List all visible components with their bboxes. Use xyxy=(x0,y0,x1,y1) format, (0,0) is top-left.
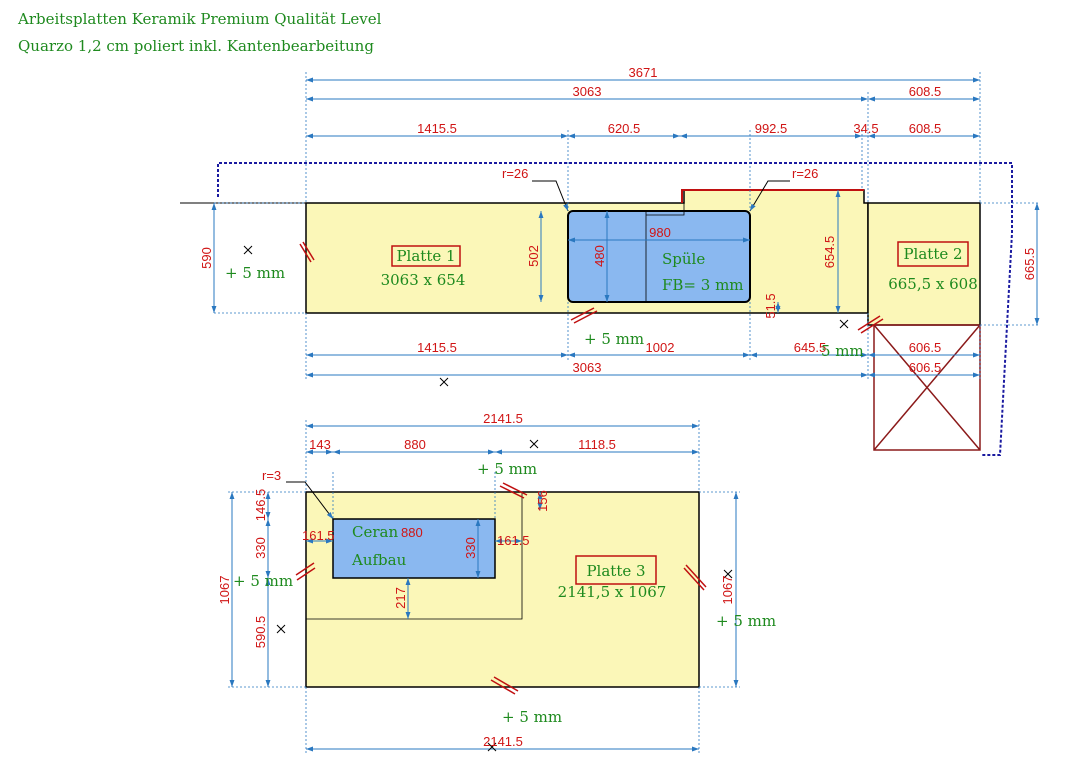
platte-3-right-note: + 5 mm xyxy=(716,612,776,630)
title-line-1: Arbeitsplatten Keramik Premium Qualität … xyxy=(18,10,382,28)
edge-markers xyxy=(295,241,884,695)
wall-outline xyxy=(217,162,1013,456)
platte-1-front-note: + 5 mm xyxy=(584,330,644,348)
platte-1-name: Platte 1 xyxy=(396,247,455,265)
dim-sink-depth-inner: 480 xyxy=(592,245,607,267)
dim-p3-cooktop-depth-left: 330 xyxy=(253,537,268,559)
cross-markers xyxy=(243,245,849,752)
dim-depth-left: 590 xyxy=(199,247,214,269)
platte-2-label-frame xyxy=(897,241,969,267)
dim-p3-total-top: 2141.5 xyxy=(483,411,523,426)
cooktop-label-1: Ceran xyxy=(352,523,398,541)
dim-p3-total-bottom: 2141.5 xyxy=(483,734,523,749)
corner-cabinet xyxy=(873,324,981,451)
dim-platte-2-width-b: 606.5 xyxy=(909,360,942,375)
platte-3-bottom-note: + 5 mm xyxy=(502,708,562,726)
dim-platte-2-depth: 665.5 xyxy=(1022,248,1037,281)
dim-bottom-total: 3063 xyxy=(573,360,602,375)
sink-cutout xyxy=(567,210,751,303)
platte-2-name: Platte 2 xyxy=(903,245,962,263)
dim-gap: 34.5 xyxy=(853,121,878,136)
platte-1-label-frame xyxy=(391,245,461,267)
dim-sink-left: 620.5 xyxy=(608,121,641,136)
dim-p3-left-inset: 161.5 xyxy=(302,528,335,543)
dim-p3-right-gap: 1118.5 xyxy=(578,437,616,452)
dim-radius-right: r=26 xyxy=(792,166,818,181)
platte-1-offset-note: + 5 mm xyxy=(225,264,285,282)
dim-p3-front-gap: 217 xyxy=(393,587,408,609)
dim-p3-radius: r=3 xyxy=(262,468,281,483)
dim-p3-right-inset: 161.5 xyxy=(497,533,530,548)
platte-2-size: 665,5 x 608 xyxy=(888,275,978,293)
dim-left-to-sink: 1415.5 xyxy=(417,121,457,136)
dim-platte-2-width-a: 606.5 xyxy=(909,340,942,355)
platte-3-label-frame xyxy=(575,555,657,585)
dim-bottom-right: 645.5 xyxy=(794,340,827,355)
dim-corner-run-2: 608.5 xyxy=(909,121,942,136)
dim-depth-right: 654.5 xyxy=(822,236,837,269)
dim-p3-right-depth: 1067 xyxy=(720,576,735,605)
dim-bottom-sink: 1002 xyxy=(646,340,675,355)
sink-label: Spüle xyxy=(662,250,705,268)
dim-sink-right: 992.5 xyxy=(755,121,788,136)
dim-p3-cooktop-width: 880 xyxy=(404,437,426,452)
platte-3-size: 2141,5 x 1067 xyxy=(558,583,667,601)
platte-1-back-edge xyxy=(681,189,864,203)
dim-sink-width: 980 xyxy=(649,225,671,240)
dim-radius-left: r=26 xyxy=(502,166,528,181)
dim-bottom-left: 1415.5 xyxy=(417,340,457,355)
dim-corner-run: 608.5 xyxy=(909,84,942,99)
platte-3-left-note: + 5 mm xyxy=(233,572,293,590)
dim-p3-top-offset: 146.5 xyxy=(253,489,268,522)
dim-p3-cooktop-depth: 330 xyxy=(463,537,478,559)
platte-2-slab xyxy=(867,202,981,326)
dim-front-offset: 51.5 xyxy=(763,293,778,318)
platte-3-top-note: + 5 mm xyxy=(477,460,537,478)
platte-1-size: 3063 x 654 xyxy=(381,271,466,289)
platte-1-right-note: 5 mm xyxy=(821,342,864,360)
dimension-lines xyxy=(211,77,1040,752)
dim-p3-depth-bottom: 590.5 xyxy=(253,616,268,649)
dim-total: 3671 xyxy=(629,65,658,80)
title-line-2: Quarzo 1,2 cm poliert inkl. Kantenbearbe… xyxy=(18,37,374,55)
cooktop-label-2: Aufbau xyxy=(351,551,407,569)
dim-p3-top-step: 156 xyxy=(535,490,550,512)
dim-sink-depth-outer: 502 xyxy=(526,245,541,267)
cooktop-cutout xyxy=(332,518,496,579)
dim-p3-total-depth: 1067 xyxy=(217,576,232,605)
dim-top-run: 3063 xyxy=(573,84,602,99)
dim-p3-left-gap: 143 xyxy=(309,437,331,452)
dim-p3-cooktop-inner-width: 880 xyxy=(401,525,423,540)
sink-note: FB= 3 mm xyxy=(662,276,744,294)
platte-3-name: Platte 3 xyxy=(586,562,645,580)
